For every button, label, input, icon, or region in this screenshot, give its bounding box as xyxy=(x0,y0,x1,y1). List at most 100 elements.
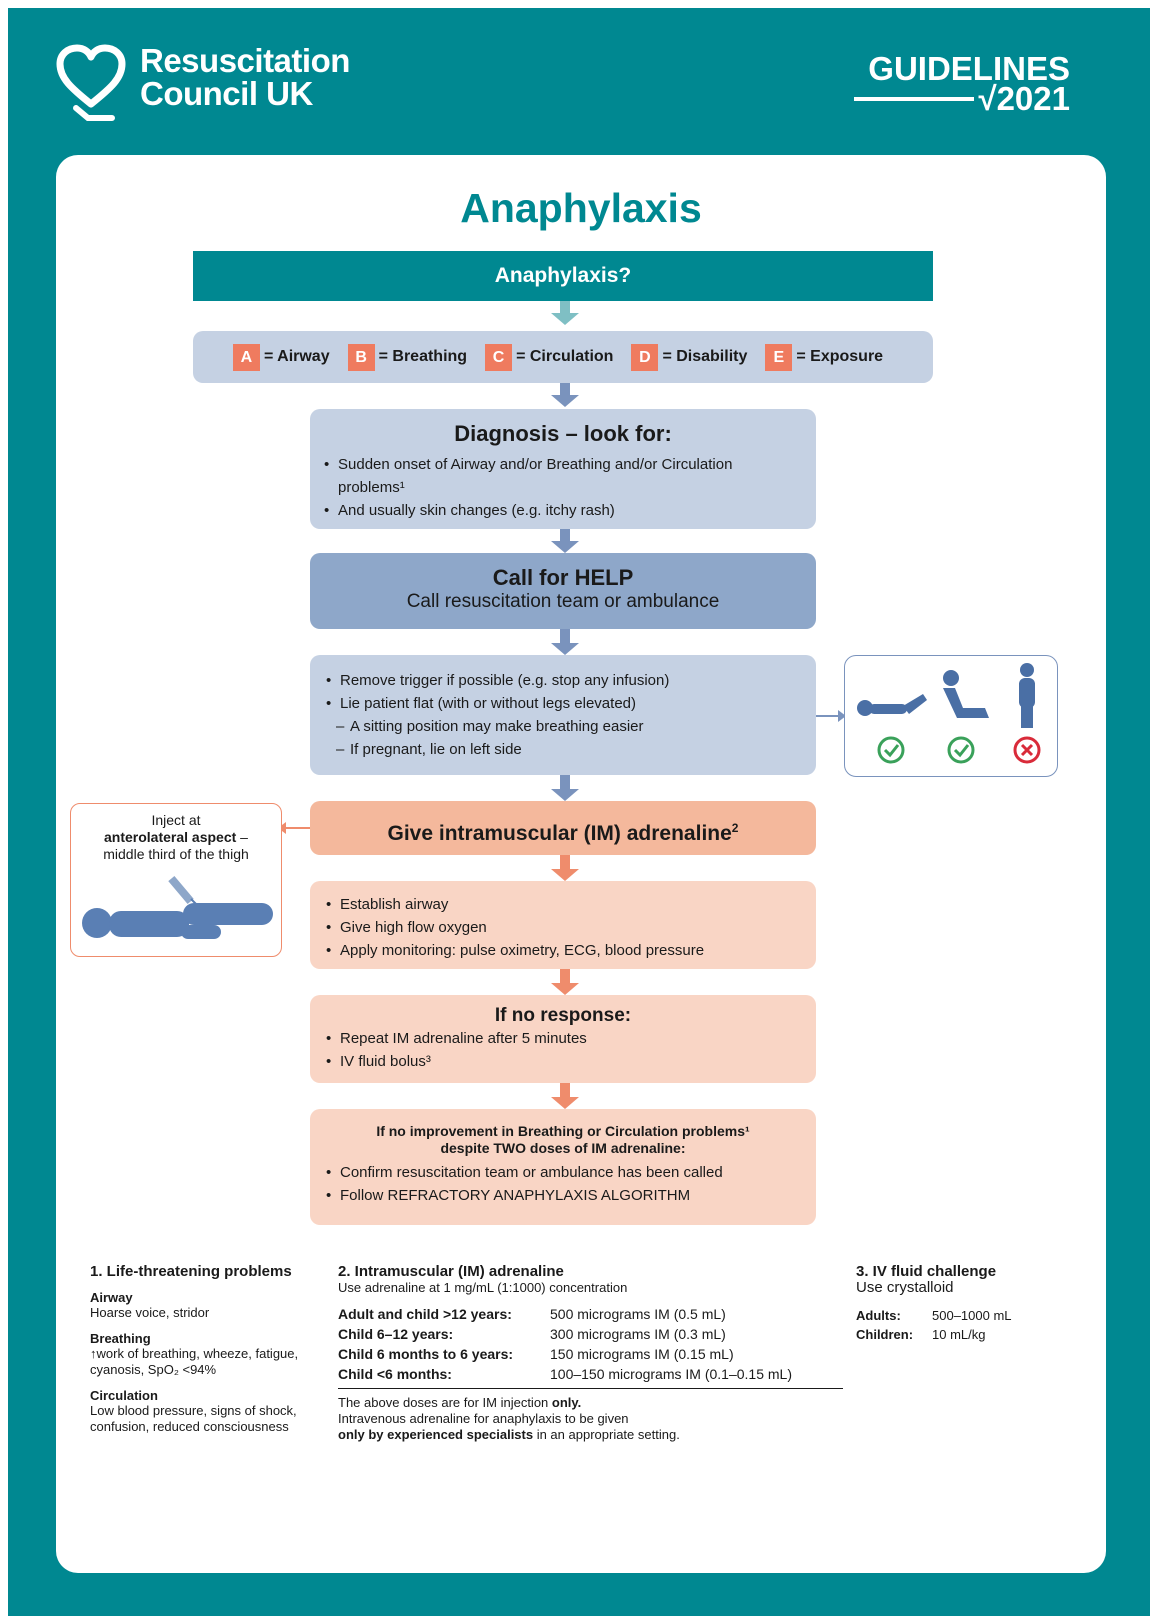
breathing-heading: Breathing xyxy=(90,1331,151,1346)
guidelines-label: GUIDELINES xyxy=(868,50,1070,87)
inject-line2: anterolateral aspect – xyxy=(104,829,248,845)
dose-note-1: The above doses are for IM injection onl… xyxy=(338,1395,582,1410)
flow-arrow-stem xyxy=(560,629,570,643)
page-title: Anaphylaxis xyxy=(460,185,702,231)
call-help-box: Call for HELP Call resuscitation team or… xyxy=(310,553,816,629)
dose-note-3: only by experienced specialists in an ap… xyxy=(338,1427,680,1442)
diagnosis-heading: Diagnosis – look for: xyxy=(454,421,672,446)
abcde-item-d: D= Disability xyxy=(631,343,747,371)
cross-circle-icon xyxy=(1013,736,1041,764)
call-help-heading: Call for HELP xyxy=(492,565,634,590)
content-card: Anaphylaxis Anaphylaxis? A= Airway B= Br… xyxy=(56,155,1106,1573)
standing-figure-icon xyxy=(1019,663,1035,728)
check-icon: √ xyxy=(978,80,997,117)
flow-arrow-stem xyxy=(560,855,570,869)
rcuk-logo: Resuscitation Council UK xyxy=(56,44,350,122)
flow-arrow-stem xyxy=(560,383,570,395)
flow-arrow-stem xyxy=(560,775,570,789)
flow-arrow-5 xyxy=(551,789,579,801)
diagnosis-box: Diagnosis – look for: Sudden onset of Ai… xyxy=(310,409,816,529)
abcde-item-e: E= Exposure xyxy=(765,343,883,371)
abcde-item-a: A= Airway xyxy=(232,343,330,371)
table-row: Children:10 mL/kg xyxy=(856,1327,986,1342)
breathing-text: ↑work of breathing, wheeze, fatigue, cya… xyxy=(90,1346,299,1377)
side-arrow xyxy=(838,710,846,722)
patient-positions-illustration xyxy=(857,663,1041,764)
org-line1: Resuscitation xyxy=(140,42,350,79)
diagnosis-item: And usually skin changes (e.g. itchy ras… xyxy=(324,499,802,522)
flow-arrow-7 xyxy=(551,983,579,995)
side-connector xyxy=(816,715,842,717)
position-item: Lie patient flat (with or without legs e… xyxy=(326,692,800,715)
adrenaline-heading: Give intramuscular (IM) adrenaline xyxy=(387,822,732,845)
flow-arrow-stem xyxy=(560,301,570,313)
position-subitem: A sitting position may make breathing ea… xyxy=(326,715,800,738)
adrenaline-box: Give intramuscular (IM) adrenaline2 xyxy=(310,801,816,855)
no-response-item: Repeat IM adrenaline after 5 minutes xyxy=(326,1027,800,1050)
flow-arrow-stem xyxy=(560,1083,570,1097)
syringe-icon xyxy=(168,875,202,910)
diagnosis-item: Sudden onset of Airway and/or Breathing … xyxy=(324,453,802,499)
guidelines-underline xyxy=(854,97,975,101)
position-box: Remove trigger if possible (e.g. stop an… xyxy=(310,655,816,775)
sitting-figure-icon xyxy=(943,670,989,718)
no-improvement-item: Confirm resuscitation team or ambulance … xyxy=(326,1161,800,1184)
patient-positions-box xyxy=(844,655,1058,777)
footnote-3-sub: Use crystalloid xyxy=(856,1279,954,1296)
footnote-1-heading: 1. Life-threatening problems xyxy=(90,1263,292,1280)
no-improvement-box: If no improvement in Breathing or Circul… xyxy=(310,1109,816,1225)
check-circle-icon xyxy=(947,736,975,764)
guidelines-badge: GUIDELINES √2021 xyxy=(854,50,1070,117)
footnote-3-heading: 3. IV fluid challenge xyxy=(856,1263,997,1280)
flow-arrow-stem xyxy=(560,529,570,541)
dose-note-2: Intravenous adrenaline for anaphylaxis t… xyxy=(338,1411,629,1426)
support-item: Establish airway xyxy=(326,893,800,916)
footnote-2-sub: Use adrenaline at 1 mg/mL (1:1000) conce… xyxy=(338,1280,628,1295)
fluid-table: Adults:500–1000 mL Children:10 mL/kg xyxy=(856,1306,1012,1344)
flow-arrow-1 xyxy=(551,313,579,325)
inject-line1: Inject at xyxy=(151,812,201,828)
footnote-im-adrenaline: 2. Intramuscular (IM) adrenaline Use adr… xyxy=(338,1263,848,1443)
circulation-text: Low blood pressure, signs of shock, conf… xyxy=(90,1403,297,1434)
flow-arrow-6 xyxy=(551,869,579,881)
support-item: Apply monitoring: pulse oximetry, ECG, b… xyxy=(326,939,800,962)
flow-arrow-3 xyxy=(551,541,579,553)
table-row: Adults:500–1000 mL xyxy=(856,1308,1012,1323)
dose-table: Adult and child >12 years:500 micrograms… xyxy=(338,1304,843,1389)
footnote-2-heading: 2. Intramuscular (IM) adrenaline xyxy=(338,1263,564,1280)
lying-patient-icon xyxy=(82,903,273,939)
call-help-sub: Call resuscitation team or ambulance xyxy=(406,591,720,612)
footnote-iv-fluid: 3. IV fluid challenge Use crystalloid Ad… xyxy=(856,1263,1056,1344)
position-item: Remove trigger if possible (e.g. stop an… xyxy=(326,669,800,692)
no-response-box: If no response: Repeat IM adrenaline aft… xyxy=(310,995,816,1083)
adrenaline-footnote: 2 xyxy=(731,821,739,835)
table-row: Child 6–12 years:300 micrograms IM (0.3 … xyxy=(338,1326,726,1342)
support-item: Give high flow oxygen xyxy=(326,916,800,939)
table-row: Adult and child >12 years:500 micrograms… xyxy=(338,1306,726,1322)
lying-flat-figure-icon xyxy=(857,694,927,716)
no-response-item: IV fluid bolus³ xyxy=(326,1050,800,1073)
check-circle-icon xyxy=(877,736,905,764)
table-row: Child 6 months to 6 years:150 micrograms… xyxy=(338,1346,734,1362)
abcde-item-c: C= Circulation xyxy=(485,343,613,371)
guidelines-year: 2021 xyxy=(996,80,1070,117)
no-improvement-heading-2: despite TWO doses of IM adrenaline: xyxy=(440,1140,686,1156)
flow-arrow-8 xyxy=(551,1097,579,1109)
abcde-box: A= Airway B= Breathing C= Circulation D=… xyxy=(193,331,933,383)
position-subitem: If pregnant, lie on left side xyxy=(326,738,800,761)
flow-arrow-2 xyxy=(551,395,579,407)
abcde-item-b: B= Breathing xyxy=(347,343,467,371)
anaphylaxis-question-bar: Anaphylaxis? xyxy=(193,251,933,301)
flow-arrow-4 xyxy=(551,643,579,655)
injection-site-box: Inject at anterolateral aspect – middle … xyxy=(70,803,282,957)
heart-check-icon xyxy=(56,44,126,121)
flow-arrow-stem xyxy=(560,969,570,983)
footnote-life-threatening: 1. Life-threatening problems Airway Hoar… xyxy=(90,1263,310,1435)
airway-text: Hoarse voice, stridor xyxy=(90,1305,210,1320)
inject-arrow xyxy=(278,822,286,834)
thigh-injection-illustration xyxy=(82,875,273,939)
airway-heading: Airway xyxy=(90,1290,133,1305)
inject-connector xyxy=(286,827,310,829)
inject-line3: middle third of the thigh xyxy=(103,846,249,862)
no-improvement-item: Follow REFRACTORY ANAPHYLAXIS ALGORITHM xyxy=(326,1184,800,1207)
